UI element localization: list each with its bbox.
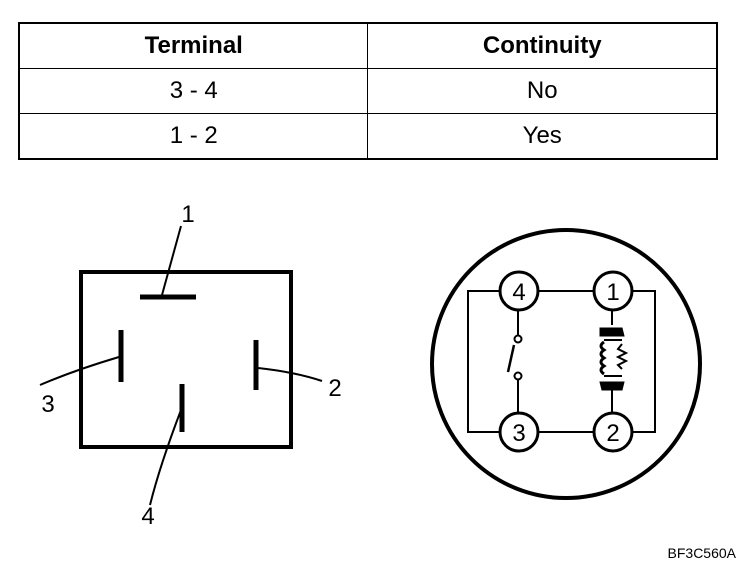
continuity-cell: Yes (367, 113, 718, 160)
switch-contact-bottom (513, 371, 523, 381)
connector-label-4: 4 (141, 503, 154, 530)
continuity-table: Terminal Continuity 3 - 4 No 1 - 2 Yes (18, 22, 718, 160)
schematic-label-1: 1 (606, 279, 619, 306)
relay-schematic (430, 228, 702, 500)
coil-parallel-links (604, 339, 622, 377)
relay-outline (430, 228, 702, 500)
connector-label-3: 3 (41, 391, 54, 418)
terminal-cell: 3 - 4 (18, 68, 369, 114)
connector-housing (79, 270, 293, 449)
table-row: 3 - 4 No (18, 68, 718, 114)
leader-line-2 (257, 367, 323, 382)
schematic-label-4: 4 (512, 279, 525, 306)
schematic-terminal-2 (592, 411, 634, 453)
leader-line-3 (39, 356, 120, 386)
schematic-label-3: 3 (512, 420, 525, 447)
wire-right (632, 290, 656, 433)
table-row: 1 - 2 Yes (18, 113, 718, 160)
schematic-terminal-3 (498, 411, 540, 453)
switch-blade (506, 344, 516, 373)
wire-left (467, 290, 500, 433)
coil-winding (599, 340, 607, 376)
connector-label-2: 2 (328, 375, 341, 402)
schematic-terminal-4 (498, 270, 540, 312)
connector-view (39, 225, 323, 506)
schematic-label-2: 2 (606, 420, 619, 447)
schematic-terminal-1 (592, 270, 634, 312)
continuity-cell: No (367, 68, 718, 114)
figure-code: BF3C560A (667, 545, 736, 561)
switch-contact-top (513, 334, 523, 344)
coil-bottom-cap (599, 381, 625, 391)
leader-line-1 (161, 225, 182, 296)
header-continuity: Continuity (367, 22, 718, 69)
terminal-cell: 1 - 2 (18, 113, 369, 160)
connector-label-1: 1 (181, 201, 194, 228)
table-header-row: Terminal Continuity (18, 22, 718, 69)
coil-top-cap (599, 327, 625, 337)
coil-resistor (615, 343, 629, 370)
leader-line-4 (149, 409, 182, 506)
